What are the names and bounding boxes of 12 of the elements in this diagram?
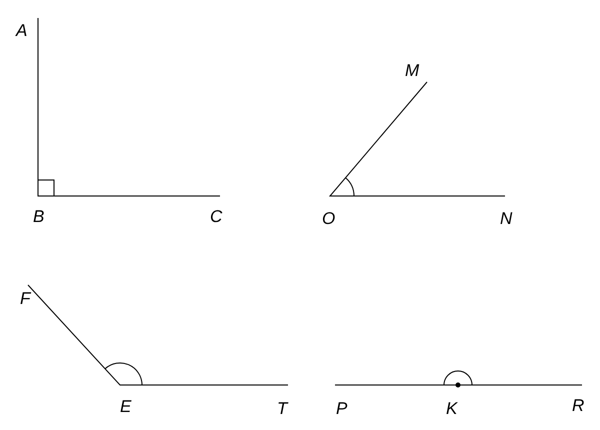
point-label: T xyxy=(277,400,288,417)
point-label: A xyxy=(16,22,28,39)
point-label: R xyxy=(572,397,584,414)
point-label: F xyxy=(20,290,30,307)
point-label: C xyxy=(210,208,222,225)
point-label: E xyxy=(120,398,132,415)
point-label: K xyxy=(446,400,458,417)
point-label: O xyxy=(322,210,336,227)
point-label: N xyxy=(500,210,512,227)
point-label: B xyxy=(33,208,44,225)
point-label: M xyxy=(405,62,420,79)
point-label: P xyxy=(336,400,348,417)
